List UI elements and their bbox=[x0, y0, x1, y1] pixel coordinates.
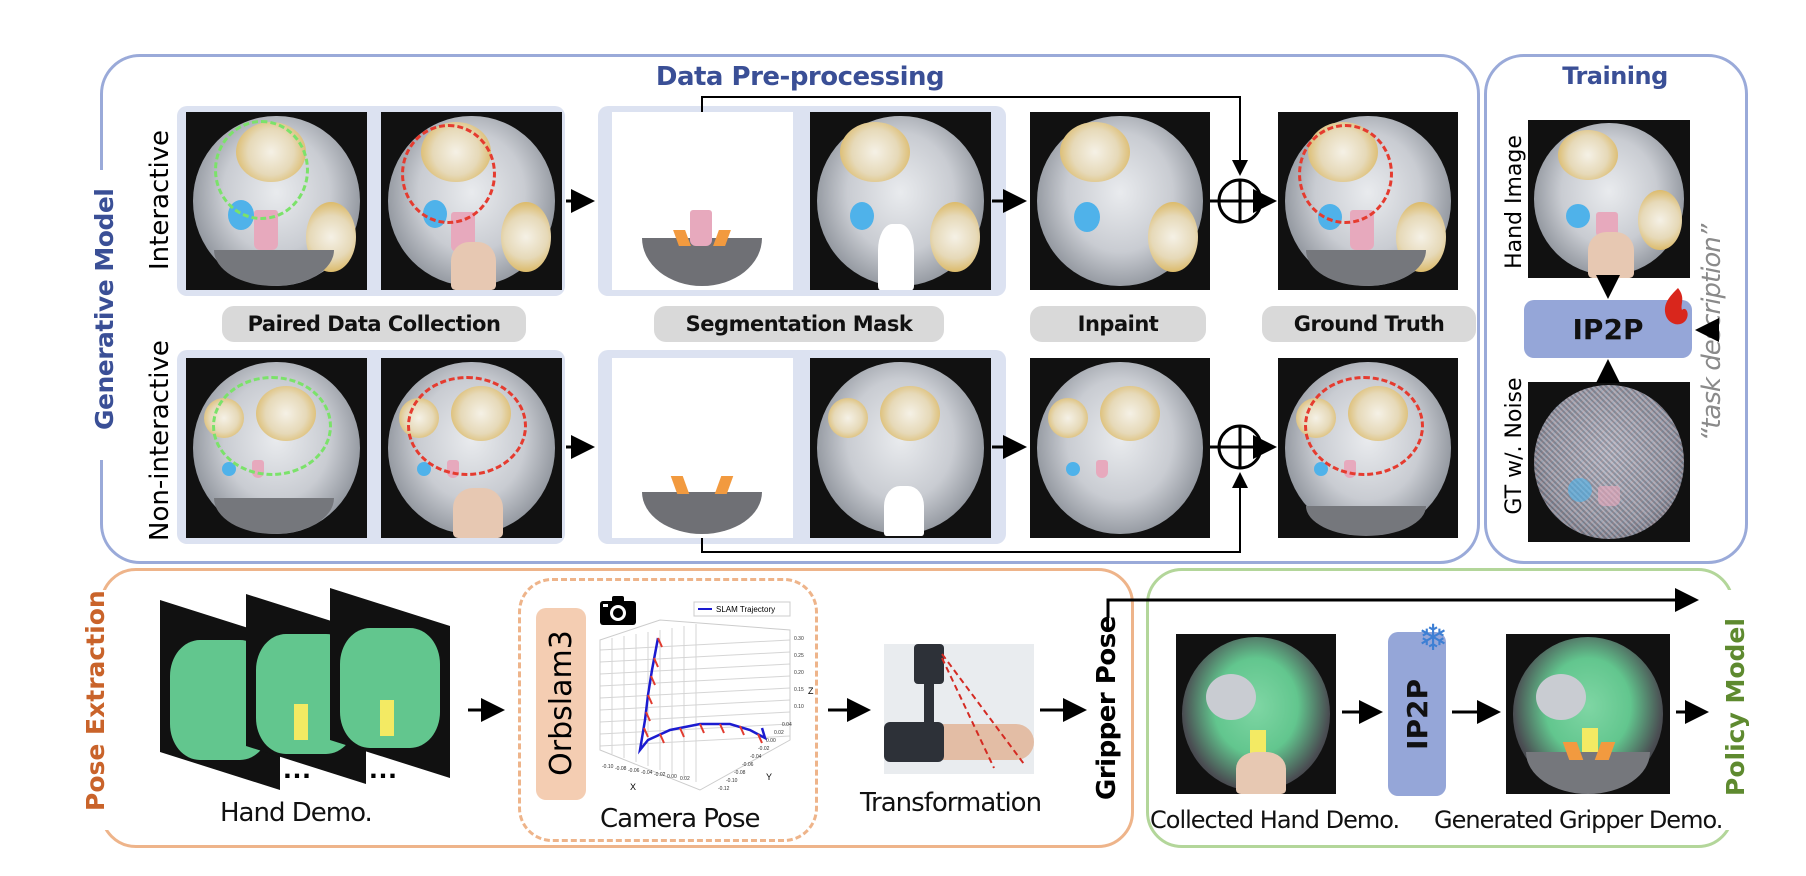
grid-line bbox=[599, 675, 791, 687]
segmentation-hand-mask bbox=[810, 112, 991, 290]
generated-gripper-demo-caption: Generated Gripper Demo. bbox=[1434, 806, 1723, 834]
grid-line bbox=[599, 711, 791, 723]
y-tick-label: 0.00 bbox=[766, 738, 776, 744]
ip2p-frozen-model: IP2P bbox=[1388, 632, 1446, 796]
y-tick-label: -0.08 bbox=[734, 770, 746, 776]
slam-legend: SLAM Trajectory bbox=[716, 605, 775, 614]
grid-line bbox=[599, 699, 791, 711]
training-title: Training bbox=[1562, 62, 1668, 90]
transformation-caption: Transformation bbox=[860, 788, 1042, 818]
image-inpainted-non-interactive bbox=[1030, 358, 1210, 538]
segmentation-gripper-mask bbox=[612, 112, 793, 290]
data-preprocessing-title: Data Pre-processing bbox=[655, 62, 945, 92]
grid-line bbox=[599, 735, 791, 747]
y-tick-label: -0.10 bbox=[726, 778, 738, 784]
ellipsis-1: … bbox=[282, 752, 312, 785]
stage-label-inpaint: Inpaint bbox=[1030, 306, 1206, 342]
z-tick-label: 0.25 bbox=[794, 653, 804, 659]
camera-pose-box bbox=[518, 578, 818, 842]
camera-pose-caption: Camera Pose bbox=[600, 804, 760, 834]
x-tick-label: -0.02 bbox=[654, 772, 666, 778]
orbslam-block bbox=[536, 608, 586, 800]
stage-label-ground-truth: Ground Truth bbox=[1262, 306, 1476, 342]
slam-trajectory-plot: SLAM Trajectory 0.30 0.25 0.20 0.15 0.10 Z -… bbox=[599, 601, 814, 792]
y-tick-label: -0.12 bbox=[718, 786, 730, 792]
wrist-camera-image bbox=[884, 644, 1034, 774]
grid-line bbox=[599, 639, 791, 651]
image-non-interactive-no-hand bbox=[186, 358, 367, 538]
z-tick-label: 0.10 bbox=[794, 704, 804, 710]
training-panel bbox=[1484, 54, 1748, 564]
pose-arrow bbox=[659, 733, 665, 744]
hand-demo-frame-3 bbox=[330, 588, 450, 778]
x-axis-label: X bbox=[630, 782, 636, 792]
pose-arrow bbox=[653, 657, 659, 668]
x-tick-label: -0.08 bbox=[615, 766, 627, 772]
pose-arrow bbox=[679, 727, 685, 738]
training-gt-noise-image bbox=[1528, 382, 1690, 542]
z-axis-label: Z bbox=[808, 686, 814, 696]
pose-arrow bbox=[643, 727, 649, 738]
y-tick-label: -0.04 bbox=[750, 754, 762, 760]
skip-connection-bottom bbox=[701, 472, 1248, 553]
ip2p-trainable-model: IP2P bbox=[1524, 300, 1692, 358]
changed-region-marker bbox=[1304, 376, 1424, 476]
pose-arrow bbox=[757, 733, 763, 744]
segmentation-gripper-mask-non-interactive bbox=[612, 358, 793, 538]
snowflake-icon: ❄ bbox=[1418, 617, 1449, 658]
camera-icon bbox=[600, 595, 636, 625]
generated-gripper-demo-image bbox=[1506, 634, 1670, 794]
x-tick-label: -0.10 bbox=[602, 764, 614, 770]
segmentation-hand-mask-non-interactive bbox=[810, 358, 991, 538]
x-tick-label: 0.00 bbox=[667, 774, 677, 780]
changed-region-marker bbox=[407, 376, 527, 476]
pose-arrow bbox=[699, 723, 705, 734]
image-inpainted-interactive bbox=[1030, 112, 1210, 290]
skip-connection-top bbox=[701, 96, 1248, 176]
arrow-gripper-pose-to-policy bbox=[1106, 588, 1699, 618]
z-tick-label: 0.30 bbox=[794, 636, 804, 642]
flame-icon bbox=[1660, 286, 1690, 328]
image-ground-truth-non-interactive bbox=[1278, 358, 1458, 538]
pose-arrow bbox=[647, 694, 653, 705]
unchanged-region-marker bbox=[214, 120, 309, 220]
y-tick-label: -0.06 bbox=[742, 762, 754, 768]
grid-line bbox=[599, 687, 791, 699]
unchanged-region-marker bbox=[212, 376, 332, 476]
changed-region-marker bbox=[401, 124, 496, 224]
image-interactive-hand bbox=[381, 112, 562, 290]
pose-arrow bbox=[719, 723, 725, 734]
training-hand-image bbox=[1528, 120, 1690, 278]
y-tick-label: 0.04 bbox=[782, 722, 792, 728]
hand-demo-caption: Hand Demo. bbox=[220, 798, 373, 828]
pose-arrow bbox=[650, 675, 656, 686]
image-interactive-no-hand bbox=[186, 112, 367, 290]
x-tick-label: -0.06 bbox=[628, 768, 640, 774]
pose-arrow bbox=[645, 711, 651, 722]
ellipsis-2: … bbox=[368, 752, 398, 785]
x-tick-label: -0.04 bbox=[641, 770, 653, 776]
stage-label-paired-data-collection: Paired Data Collection bbox=[222, 306, 526, 342]
collected-hand-demo-caption: Collected Hand Demo. bbox=[1150, 806, 1400, 834]
z-tick-label: 0.20 bbox=[794, 670, 804, 676]
grid-line bbox=[599, 723, 791, 735]
stage-label-segmentation-mask: Segmentation Mask bbox=[654, 306, 944, 342]
z-tick-label: 0.15 bbox=[794, 687, 804, 693]
x-tick-label: 0.02 bbox=[680, 776, 690, 782]
grid-line bbox=[599, 663, 791, 675]
y-tick-label: -0.02 bbox=[758, 746, 770, 752]
pose-arrow bbox=[739, 725, 745, 736]
image-non-interactive-hand bbox=[381, 358, 562, 538]
y-tick-label: 0.02 bbox=[774, 730, 784, 736]
collected-hand-demo-image bbox=[1176, 634, 1336, 794]
image-ground-truth-interactive bbox=[1278, 112, 1458, 290]
hand-demo-frames: … … bbox=[160, 588, 460, 800]
pose-arrow bbox=[657, 637, 663, 648]
y-axis-label: Y bbox=[766, 772, 772, 782]
changed-region-marker bbox=[1298, 124, 1393, 224]
grid-line bbox=[599, 651, 791, 663]
